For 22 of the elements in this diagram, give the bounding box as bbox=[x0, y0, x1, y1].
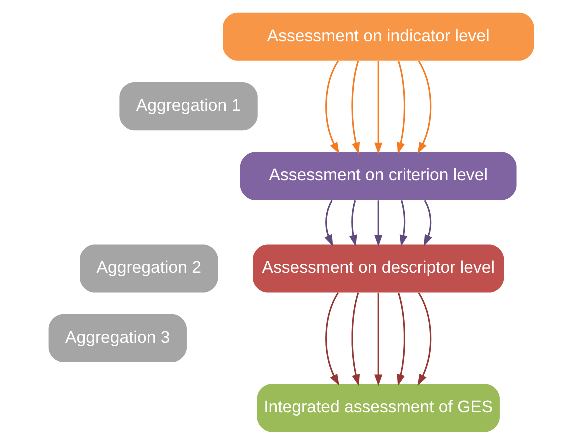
arrow bbox=[374, 200, 382, 247]
node-box: Aggregation 1 bbox=[119, 82, 258, 131]
arrow bbox=[399, 200, 408, 247]
arrow bbox=[423, 200, 432, 247]
arrow bbox=[396, 292, 405, 386]
arrow bbox=[417, 292, 432, 386]
node-box: Assessment on descriptor level bbox=[252, 244, 504, 293]
arrow bbox=[348, 200, 357, 247]
node-box: Aggregation 2 bbox=[80, 244, 218, 293]
arrow bbox=[325, 60, 339, 154]
arrow bbox=[374, 292, 382, 386]
arrow bbox=[351, 292, 360, 386]
arrow bbox=[351, 60, 360, 154]
node-box: Assessment on indicator level bbox=[222, 12, 534, 61]
node-box: Aggregation 3 bbox=[48, 314, 186, 362]
arrow bbox=[417, 60, 432, 154]
arrow bbox=[325, 292, 339, 386]
arrow bbox=[324, 200, 333, 247]
arrow bbox=[374, 61, 382, 154]
node-box: Integrated assessment of GES bbox=[256, 384, 500, 432]
arrow bbox=[396, 60, 405, 154]
node-box: Assessment on criterion level bbox=[240, 152, 516, 200]
